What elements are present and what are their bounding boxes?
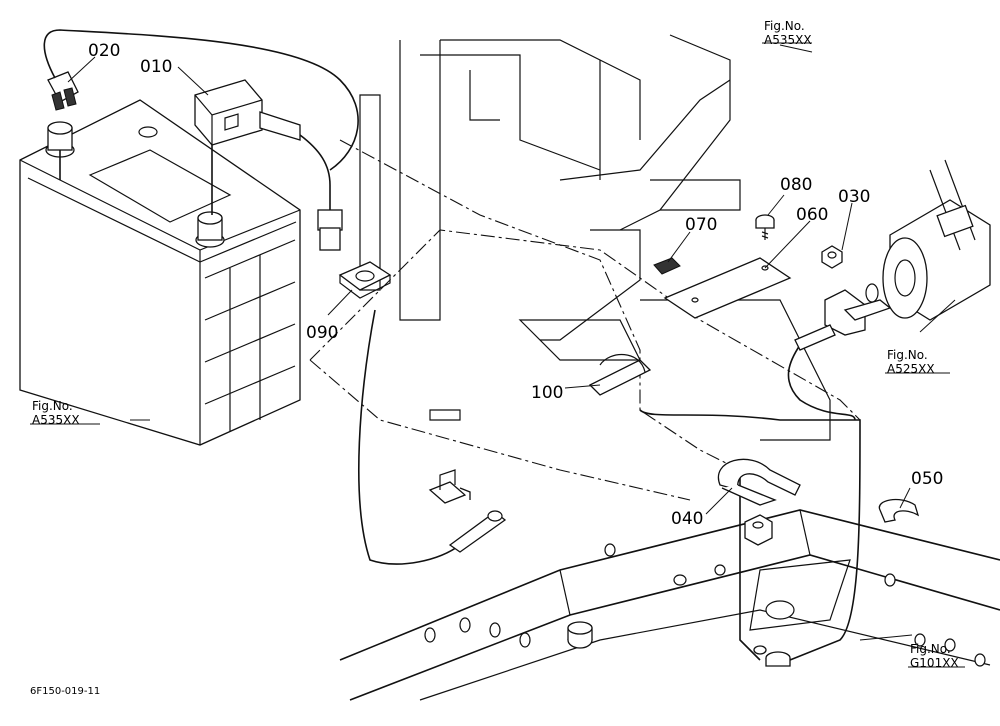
figref-battery-line1: Fig.No. [32,399,73,413]
ground-bolt [753,645,791,667]
figref-top-line2: A535XX [764,33,812,47]
part-010-relay [194,79,301,146]
callout-080: 080 [780,175,812,195]
battery [19,99,301,446]
part-100-clamp [588,353,652,396]
part-040-clamp [717,458,801,506]
callout-060: 060 [796,205,828,225]
callout-030: 030 [838,187,870,207]
leader-lines [30,42,965,668]
callout-010: 010 [140,57,172,77]
figref-frame-line2: G101XX [910,656,959,670]
wiring-harness [43,29,861,661]
mounting-bracket [359,34,831,441]
callout-040: 040 [671,509,703,529]
figref-starter-line2: A525XX [887,362,935,376]
part-070-cushion [653,257,681,275]
drawing-code: 6F150-019-11 [30,686,100,697]
part-080-screw [755,214,775,240]
figref-battery-line2: A535XX [32,413,80,427]
callout-100: 100 [531,383,563,403]
lower-frame [339,509,1000,701]
figref-frame-line1: Fig.No. [910,642,951,656]
callout-050: 050 [911,469,943,489]
starter-motor [882,159,991,321]
starter-terminal-cable [794,283,892,351]
frame-nut [744,514,773,546]
ground-terminal [428,469,507,553]
part-030-nut [821,245,843,269]
callout-020: 020 [88,41,120,61]
part-020-terminal [47,71,79,111]
callout-070: 070 [685,215,717,235]
part-060-cover [663,257,792,319]
callout-090: 090 [306,323,338,343]
figref-top-line1: Fig.No. [764,19,805,33]
part-050-clamp [878,498,920,523]
part-090-grommet [338,261,392,299]
figref-starter-line1: Fig.No. [887,348,928,362]
